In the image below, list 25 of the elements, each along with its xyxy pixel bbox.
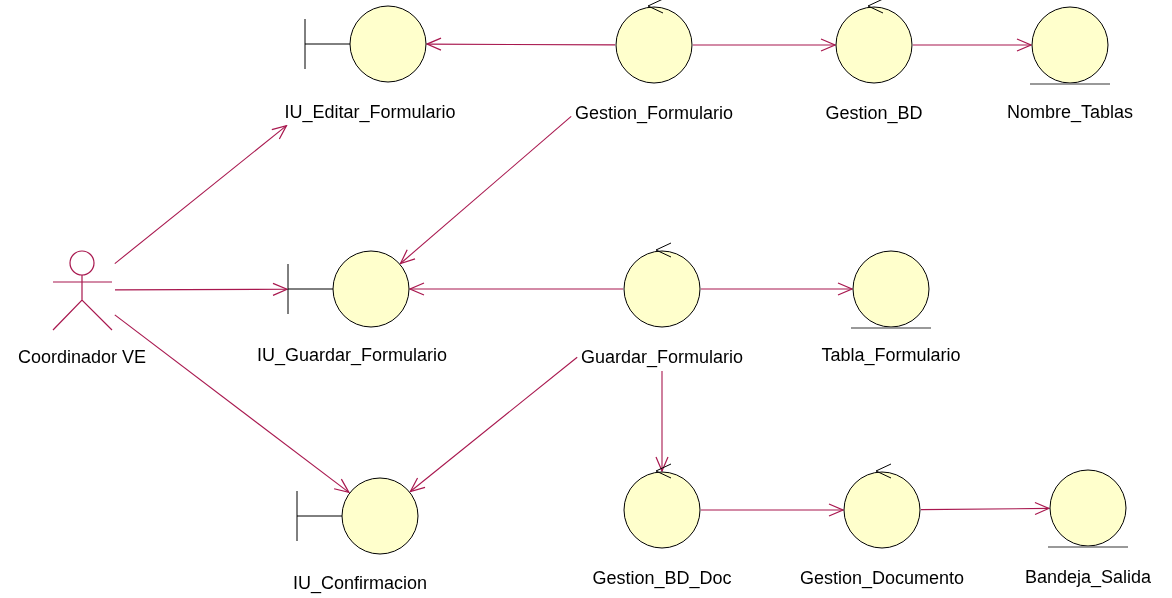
node-label: Gestion_BD_Doc — [592, 568, 732, 588]
node-label: Gestion_BD — [825, 103, 923, 123]
node-label: IU_Editar_Formulario — [284, 102, 456, 122]
arrow — [114, 125, 288, 265]
node-label: Gestion_Formulario — [575, 103, 734, 123]
node-label: Guardar_Formulario — [581, 347, 744, 367]
arrow — [912, 38, 1032, 52]
node-label: Bandeja_Salida — [1025, 567, 1152, 587]
arrow — [700, 282, 853, 296]
arrow — [409, 282, 624, 296]
node-label: Gestion_Documento — [800, 568, 965, 588]
arrow — [114, 314, 350, 493]
arrow — [700, 503, 844, 517]
arrow — [426, 37, 616, 51]
node-label: IU_Guardar_Formulario — [257, 345, 448, 365]
arrow — [399, 115, 572, 265]
arrow — [114, 282, 288, 296]
node-label: Coordinador VE — [18, 347, 147, 367]
arrow — [920, 501, 1050, 516]
arrow — [409, 356, 578, 493]
arrow — [655, 370, 669, 472]
node-label: IU_Confirmacion — [293, 573, 428, 593]
node-label: Tabla_Formulario — [821, 345, 961, 365]
node-label: Nombre_Tablas — [1007, 102, 1134, 122]
arrow — [692, 38, 836, 52]
